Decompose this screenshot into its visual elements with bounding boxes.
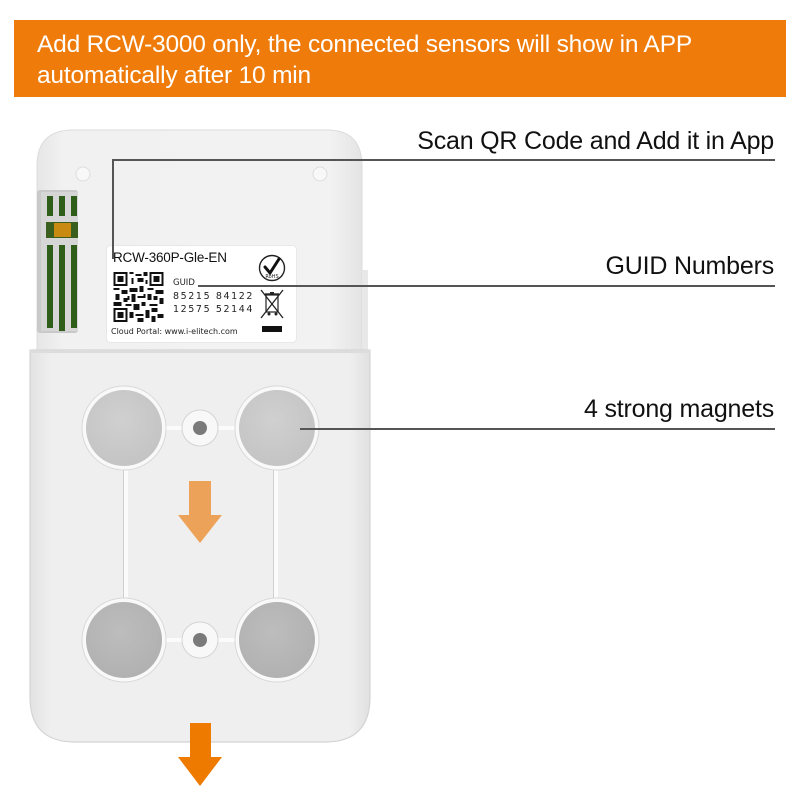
- screw-hole-top: [181, 409, 219, 447]
- banner-line-1: Add RCW-3000 only, the connected sensors…: [37, 31, 692, 58]
- guid-title: GUID: [173, 278, 195, 288]
- weee-bar-icon: [262, 326, 282, 332]
- magnetic-mounting-plate: [29, 349, 371, 743]
- instruction-banner: Add RCW-3000 only, the connected sensors…: [14, 20, 786, 97]
- screw-bump-left: [75, 166, 91, 182]
- leader-line-magnets: [300, 428, 775, 430]
- slide-down-arrow-icon: [178, 481, 222, 543]
- guid-number-line-1: 85215 84122: [173, 291, 255, 302]
- leader-line-guid: [198, 285, 775, 287]
- sensor-connector-port: [37, 190, 78, 333]
- leader-line-qr-vertical: [112, 159, 114, 259]
- svg-text:RoHS: RoHS: [265, 274, 278, 280]
- model-number: RCW-360P-Gle-EN: [113, 250, 227, 265]
- rohs-check-icon: RoHS: [258, 254, 286, 282]
- banner-line-2: automatically after 10 min: [37, 62, 311, 89]
- device-label: RCW-360P-Gle-EN GUID 85215 84122 12575 5…: [107, 246, 296, 342]
- callout-magnets: 4 strong magnets: [584, 395, 774, 423]
- callout-guid-numbers: GUID Numbers: [605, 252, 775, 280]
- screw-hole-bottom: [181, 621, 219, 659]
- magnet-bottom-right: [234, 597, 320, 683]
- remove-down-arrow-icon: [178, 723, 222, 786]
- callout-scan-qr: Scan QR Code and Add it in App: [417, 127, 774, 155]
- magnet-bottom-left: [81, 597, 167, 683]
- magnet-top-left: [81, 385, 167, 471]
- leader-line-qr: [112, 159, 775, 161]
- screw-bump-right: [312, 166, 328, 182]
- magnet-top-right: [234, 385, 320, 471]
- qr-code-icon: [113, 272, 164, 322]
- weee-crossed-bin-icon: [260, 289, 284, 319]
- guid-number-line-2: 12575 52144: [173, 304, 255, 315]
- cloud-portal-url: Cloud Portal: www.i-elitech.com: [111, 327, 238, 336]
